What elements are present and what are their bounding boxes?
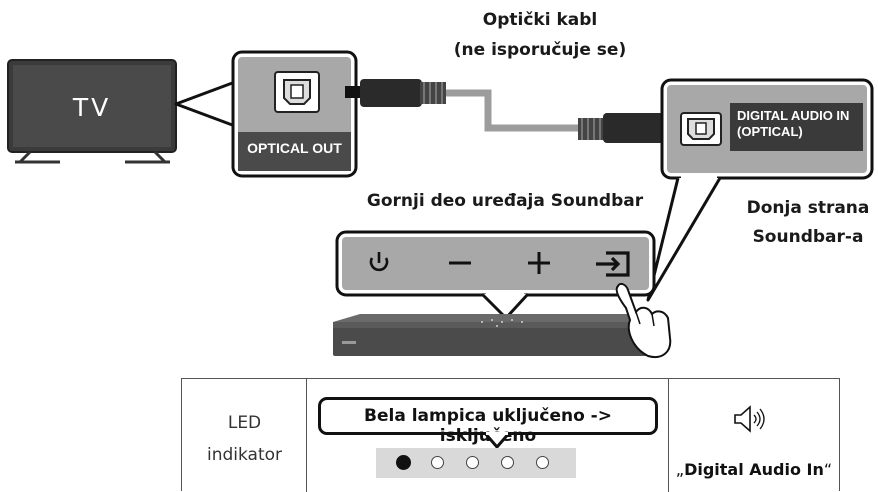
soundbar-button-panel <box>335 230 656 297</box>
hand-icon <box>615 282 672 358</box>
led-dot-4 <box>501 456 514 469</box>
led-indicator-table: LED indikator Bela lampica uključeno -> … <box>181 378 840 492</box>
soundbar-top-caption: Gornji deo uređaja Soundbar <box>366 191 644 211</box>
soundbar-bottom-caption-line2: Soundbar-a <box>752 227 864 247</box>
optical-out-label: OPTICAL OUT <box>247 140 342 156</box>
mode-text: Digital Audio In <box>684 460 824 479</box>
mode-cell: „Digital Audio In“ <box>669 379 839 492</box>
led-dot-5 <box>536 456 549 469</box>
mode-quote-close: “ <box>823 460 833 479</box>
led-dot-3 <box>466 456 479 469</box>
led-label-cell: LED indikator <box>182 379 307 492</box>
optical-port-icon <box>274 71 320 113</box>
mode-label: „Digital Audio In“ <box>669 460 839 479</box>
led-dots-bar <box>376 448 576 478</box>
digital-in-label-line1: DIGITAL AUDIO IN <box>737 108 850 123</box>
optical-out-panel <box>231 50 358 178</box>
tv-icon <box>7 59 177 164</box>
digital-in-port-icon <box>680 112 722 146</box>
tv-label: TV <box>72 93 112 122</box>
callout-pointer <box>482 432 512 449</box>
led-dot-2 <box>431 456 444 469</box>
cable-caption-line2: (ne isporučuje se) <box>453 40 627 60</box>
led-label-line1: LED <box>227 413 262 433</box>
cable-caption-line1: Optički kabl <box>482 10 598 30</box>
led-pattern-cell: Bela lampica uključeno -> isključeno <box>307 379 669 492</box>
led-label-line2: indikator <box>206 445 283 465</box>
digital-in-label-line2: (OPTICAL) <box>737 124 803 139</box>
led-callout: Bela lampica uključeno -> isključeno <box>318 397 658 446</box>
speaker-icon <box>734 405 765 433</box>
optical-cable <box>345 79 678 143</box>
digital-audio-in-panel <box>660 78 874 180</box>
plus-icon <box>528 252 550 274</box>
source-input-icon <box>596 251 630 277</box>
power-icon <box>369 252 389 272</box>
mode-quote-open: „ <box>675 460 685 479</box>
soundbar-device <box>333 314 664 356</box>
led-dot-1 <box>396 455 411 470</box>
soundbar-bottom-caption-line1: Donja strana <box>746 198 870 218</box>
